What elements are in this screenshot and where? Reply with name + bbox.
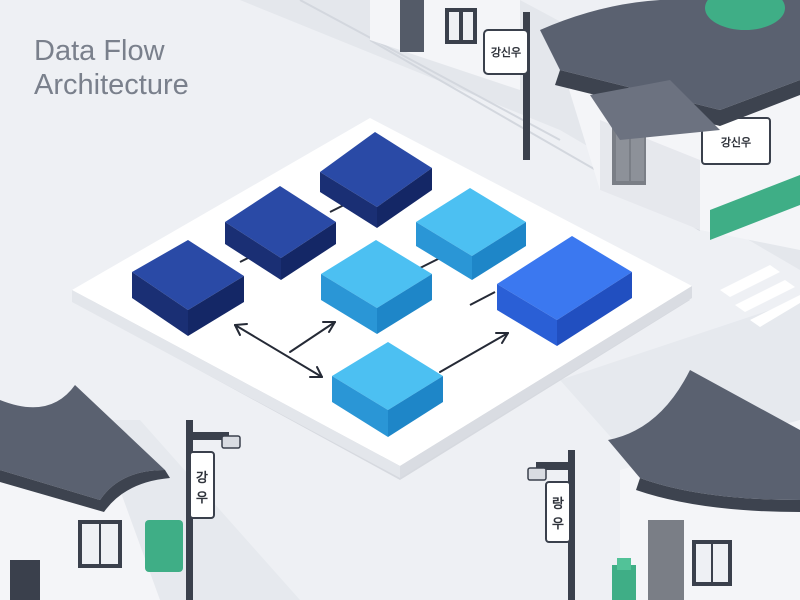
cube-navy-mid [225, 186, 336, 280]
street-pole-top: 강신우 [483, 12, 530, 160]
arrows [234, 321, 509, 378]
cube-navy-left [132, 240, 244, 336]
title-block: Data Flow Architecture [34, 35, 189, 101]
crosswalk [720, 265, 800, 327]
sign-char: 우 [196, 491, 208, 506]
sign-building-text: 강신우 [721, 135, 751, 149]
cube-lightblue-bottom [332, 342, 443, 437]
building-top-right: 강신우 [540, 0, 800, 250]
sign-pole-top-text: 강신우 [491, 45, 521, 59]
cube-navy-top [320, 132, 432, 228]
cube-lightblue-center [321, 240, 432, 334]
sign-char: 강 [196, 470, 208, 486]
cube-lightblue-right [416, 188, 526, 280]
sign-char: 랑 [552, 497, 564, 512]
cube-brightblue [497, 236, 632, 346]
title-line-2: Architecture [34, 69, 189, 101]
building-bottom-left [0, 385, 183, 600]
title-line-1: Data Flow [34, 35, 166, 67]
building-bottom-right [608, 370, 800, 600]
sign-char: 우 [552, 517, 564, 532]
building-top-center [370, 0, 520, 90]
